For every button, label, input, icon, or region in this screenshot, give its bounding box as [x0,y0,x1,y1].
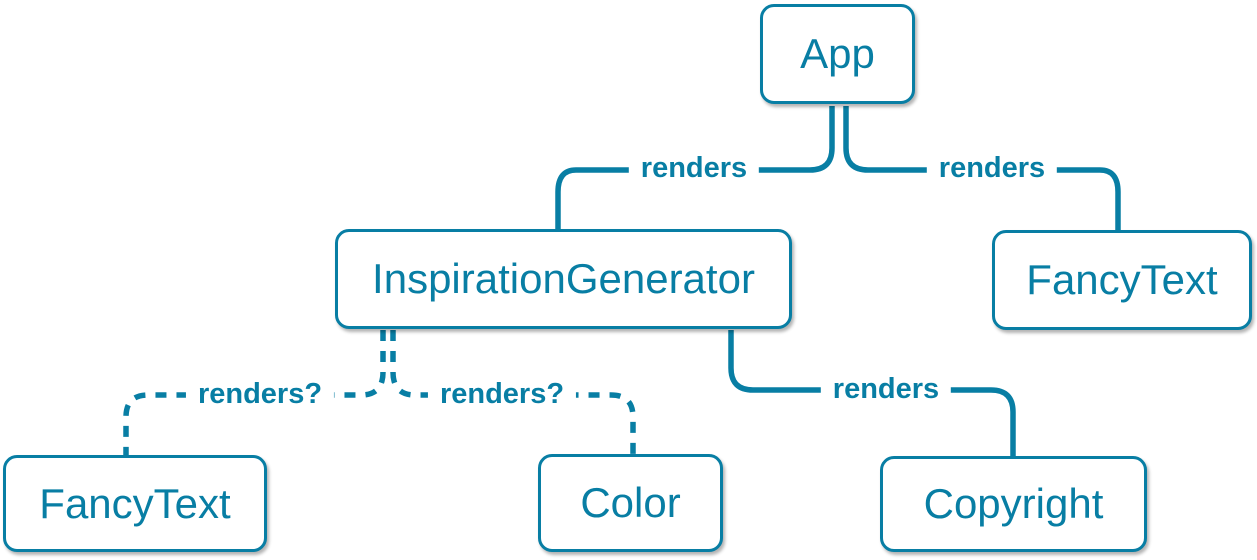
node-color: Color [538,454,723,552]
node-app-label: App [800,30,875,77]
node-fancy-text-top: FancyText [992,230,1252,330]
edge-label-app-renders-fancytext: renders [926,152,1058,185]
node-fancy-text-top-label: FancyText [1026,256,1218,303]
node-copyright: Copyright [880,456,1147,552]
edge-label-inspirationgenerator-renders-color: renders? [427,378,577,411]
node-inspiration-generator-label: InspirationGenerator [372,255,755,302]
node-color-label: Color [580,479,681,526]
node-fancy-text-bottom-label: FancyText [39,479,231,527]
node-copyright-label: Copyright [923,480,1104,527]
edge-label-inspirationgenerator-renders-fancytext: renders? [185,378,335,411]
edge-inspirationgenerator-fancytext-line [123,330,386,455]
edge-label-inspirationgenerator-renders-copyright: renders [820,373,952,406]
node-fancy-text-bottom: FancyText [3,455,267,552]
node-inspiration-generator: InspirationGenerator [335,229,792,329]
node-app: App [760,4,915,104]
edge-label-app-renders-inspirationgenerator: renders [628,152,760,185]
